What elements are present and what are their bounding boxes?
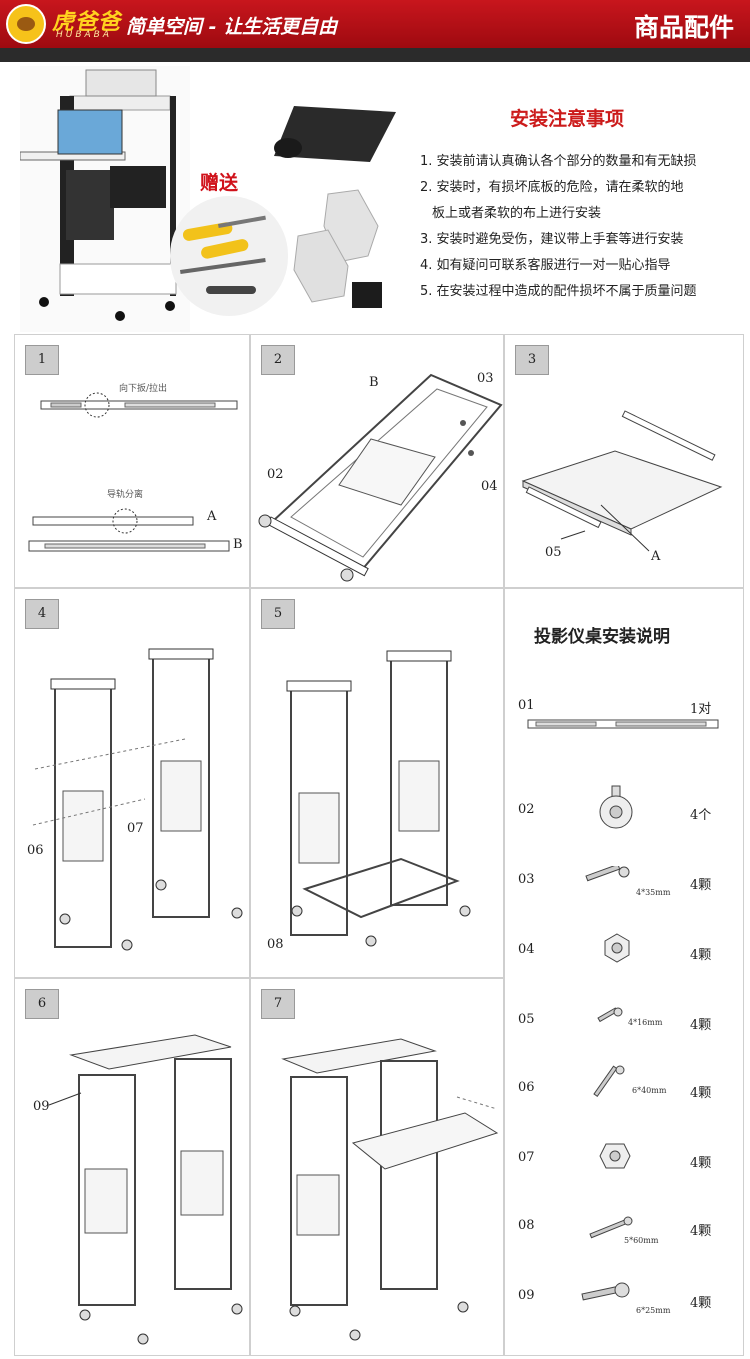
slogan: 简单空间 - 让生活更自由: [126, 16, 338, 38]
step2-part-03: 03: [477, 371, 494, 386]
part-code-04: 04: [518, 942, 535, 957]
header-bar: 虎爸爸 HUBABA 简单空间 - 让生活更自由 商品配件: [0, 0, 750, 48]
step-panel-5: 5 08: [250, 588, 504, 978]
step2-part-b: B: [369, 375, 379, 390]
step1-part-b: B: [233, 537, 243, 552]
part-code-05: 05: [518, 1012, 535, 1027]
mat-photo: [270, 96, 400, 172]
part-size-03: 4*35mm: [636, 888, 671, 897]
parts-title: 投影仪桌安装说明: [534, 627, 670, 647]
frame-bottom-board-diagram: [286, 650, 471, 947]
step1-pull-label: 向下扳/拉出: [119, 384, 168, 394]
part-code-03: 03: [518, 872, 535, 887]
side-frames-diagram: [32, 648, 243, 951]
part-size-08: 5*60mm: [624, 1236, 659, 1245]
step4-part-06: 06: [27, 843, 44, 858]
step-number: 4: [25, 599, 59, 629]
step-number: 5: [261, 599, 295, 629]
projector-desk-illustration: [20, 69, 177, 321]
gloves-photo: [288, 186, 398, 320]
part-code-07: 07: [518, 1150, 535, 1165]
step3-part-05: 05: [545, 545, 562, 560]
tools-photo: [170, 196, 288, 316]
part-qty-07: 4颗: [690, 1156, 712, 1171]
bolt-icon: [581, 1282, 630, 1301]
rail-separation-diagram: [28, 392, 238, 552]
step-panel-4: 4 07 06: [14, 588, 250, 978]
brand-name: 虎爸爸: [52, 10, 122, 35]
step-panel-1: 1 向下扳/拉出 导轨分离 A B: [14, 334, 250, 588]
part-code-02: 02: [518, 802, 535, 817]
note-3: 3. 安装时避免受伤，建议带上手套等进行安装: [420, 232, 684, 247]
part-code-09: 09: [518, 1288, 535, 1303]
step4-part-07: 07: [127, 821, 144, 836]
step-number: 3: [515, 345, 549, 375]
part-qty-06: 4颗: [690, 1086, 712, 1101]
slide-rail-icon: [527, 719, 719, 729]
step2-part-02: 02: [267, 467, 284, 482]
step-number: 6: [25, 989, 59, 1019]
step-panel-7: 7: [250, 978, 504, 1356]
hex-nut-icon: [599, 1143, 631, 1169]
step1-separate-label: 导轨分离: [107, 490, 144, 500]
step-panel-2: 2 B 03 02 04: [250, 334, 504, 588]
step6-part-09: 09: [33, 1099, 50, 1114]
part-qty-03: 4颗: [690, 878, 712, 893]
step-panel-6: 6 09: [14, 978, 250, 1356]
gloves-icon: [293, 189, 382, 308]
brand-logo-icon: [6, 4, 46, 44]
top-board-diagram: [48, 1034, 243, 1345]
part-qty-02: 4个: [690, 808, 712, 823]
keyboard-tray-diagram: [281, 1038, 499, 1341]
step3-part-a: A: [651, 549, 661, 564]
part-size-06: 6*40mm: [632, 1086, 667, 1095]
step5-part-08: 08: [267, 937, 284, 952]
mat-icon: [274, 106, 396, 162]
part-code-08: 08: [518, 1218, 535, 1233]
long-screw-icon: [593, 1065, 625, 1097]
part-qty-08: 4颗: [690, 1224, 712, 1239]
frame-assembly-diagram: [258, 373, 503, 582]
short-screw-icon: [597, 1007, 623, 1023]
notes-title: 安装注意事项: [510, 108, 625, 130]
note-2-continued: 板上或者柔软的布上进行安装: [432, 206, 602, 221]
step-number: 1: [25, 345, 59, 375]
caster-wheel-icon: [599, 785, 633, 829]
gift-label: 赠送: [200, 172, 239, 194]
part-qty-09: 4颗: [690, 1296, 712, 1311]
step-number: 2: [261, 345, 295, 375]
brand-subtitle: HUBABA: [56, 30, 113, 40]
part-code-01: 01: [518, 698, 535, 713]
spring-screw-icon: [585, 866, 630, 882]
section-title: 商品配件: [633, 13, 734, 42]
note-2: 2. 安装时，有损坏底板的危险，请在柔软的地: [420, 180, 684, 195]
cap-nut-icon: [604, 933, 630, 963]
part-size-05: 4*16mm: [628, 1018, 663, 1027]
board-rail-diagram: [521, 410, 723, 552]
part-code-06: 06: [518, 1080, 535, 1095]
step2-part-04: 04: [481, 479, 498, 494]
part-qty-04: 4颗: [690, 948, 712, 963]
step-panel-3: 3 05 A: [504, 334, 744, 588]
note-4: 4. 如有疑问可联系客服进行一对一贴心指导: [420, 258, 671, 273]
header-divider: [0, 48, 750, 62]
product-photo: [20, 66, 190, 332]
note-5: 5. 在安装过程中造成的配件损坏不属于质量问题: [420, 284, 697, 299]
wood-screw-icon: [589, 1216, 633, 1239]
step-number: 7: [261, 989, 295, 1019]
parts-list-panel: [504, 588, 744, 1356]
part-qty-01: 1对: [690, 702, 712, 717]
screwdriver-icon: [180, 215, 266, 294]
note-1: 1. 安装前请认真确认各个部分的数量和有无缺损: [420, 154, 697, 169]
part-qty-05: 4颗: [690, 1018, 712, 1033]
part-size-09: 6*25mm: [636, 1306, 671, 1315]
step1-part-a: A: [207, 509, 217, 524]
